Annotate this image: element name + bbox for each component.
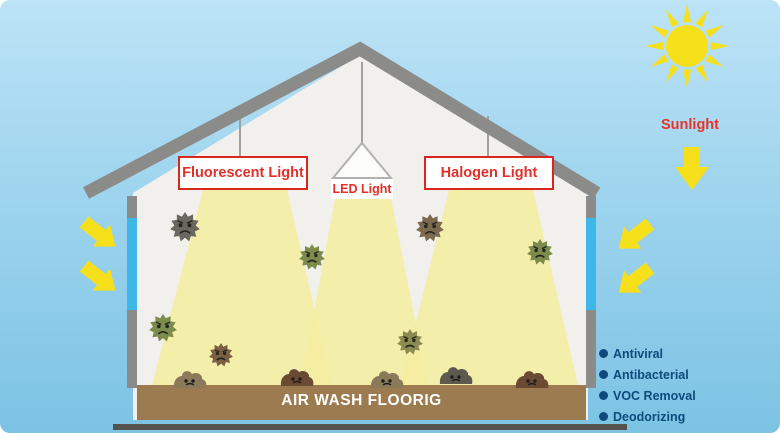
legend-label: Antibacterial bbox=[613, 367, 689, 382]
sun-ray-icon bbox=[695, 9, 708, 28]
germ-icon bbox=[209, 343, 233, 367]
airflow-arrow-icon bbox=[618, 218, 655, 249]
bullet-icon bbox=[599, 349, 608, 358]
walls bbox=[127, 196, 596, 388]
halogen-beam-icon bbox=[400, 190, 578, 385]
bullet-icon bbox=[599, 391, 608, 400]
bullet-icon bbox=[599, 370, 608, 379]
sun-ray-icon bbox=[695, 64, 708, 83]
sun-ray-icon bbox=[650, 54, 669, 67]
floor-label: AIR WASH FLOORIG bbox=[281, 392, 442, 409]
dirt-mound-icon bbox=[370, 371, 404, 388]
sun-ray-icon bbox=[666, 64, 679, 83]
airflow-arrow-icon bbox=[79, 216, 116, 247]
germ-icon bbox=[397, 329, 423, 355]
roof bbox=[82, 41, 601, 199]
ground-line bbox=[113, 424, 627, 430]
halogen-light-label: Halogen Light bbox=[424, 156, 554, 190]
germ-icon bbox=[149, 314, 177, 342]
sun-ray-icon bbox=[682, 69, 692, 88]
legend-item-deodorizing: Deodorizing bbox=[599, 406, 696, 427]
legend-label: VOC Removal bbox=[613, 388, 696, 403]
legend-item-voc-removal: VOC Removal bbox=[599, 385, 696, 406]
led-light-label: LED Light bbox=[331, 179, 393, 199]
sun-ray-icon bbox=[705, 54, 724, 67]
right-window bbox=[586, 218, 596, 310]
airflow-arrows bbox=[79, 216, 655, 293]
sun-ray-icon bbox=[645, 41, 664, 51]
floor bbox=[137, 385, 586, 420]
dirt-mound-icon bbox=[515, 371, 549, 388]
legend-item-antiviral: Antiviral bbox=[599, 343, 696, 364]
bullet-icon bbox=[599, 412, 608, 421]
led-lamp-shade-icon bbox=[330, 141, 394, 179]
dirt-mound-icon bbox=[439, 367, 473, 384]
germ-icon bbox=[170, 212, 200, 242]
legend-item-antibacterial: Antibacterial bbox=[599, 364, 696, 385]
light-beams bbox=[152, 178, 578, 385]
sun-ray-icon bbox=[705, 25, 724, 38]
airflow-arrow-icon bbox=[618, 262, 655, 293]
germ-icon bbox=[527, 239, 553, 265]
germs bbox=[149, 212, 553, 367]
airflow-arrow-icon bbox=[79, 260, 116, 291]
sun-icon bbox=[645, 4, 729, 88]
fluorescent-beam-icon bbox=[152, 190, 332, 385]
sun-ray-icon bbox=[682, 4, 692, 23]
legend-label: Antiviral bbox=[613, 346, 664, 361]
led-beam-icon bbox=[300, 178, 428, 385]
sunlight-arrow-icon bbox=[675, 147, 709, 190]
sunlight-label: Sunlight bbox=[661, 117, 719, 133]
legend-label: Deodorizing bbox=[613, 409, 686, 424]
left-window bbox=[127, 218, 137, 310]
sun-ray-icon bbox=[666, 9, 679, 28]
fluorescent-light-label: Fluorescent Light bbox=[178, 156, 308, 190]
sun-ray-icon bbox=[650, 25, 669, 38]
sun-ray-icon bbox=[710, 41, 729, 51]
dirt-mounds bbox=[173, 367, 549, 388]
germ-icon bbox=[299, 244, 325, 270]
dirt-mound-icon bbox=[280, 369, 314, 386]
legend: Antiviral Antibacterial VOC Removal Deod… bbox=[599, 343, 696, 427]
germ-icon bbox=[416, 214, 444, 242]
dirt-mound-icon bbox=[173, 371, 207, 388]
